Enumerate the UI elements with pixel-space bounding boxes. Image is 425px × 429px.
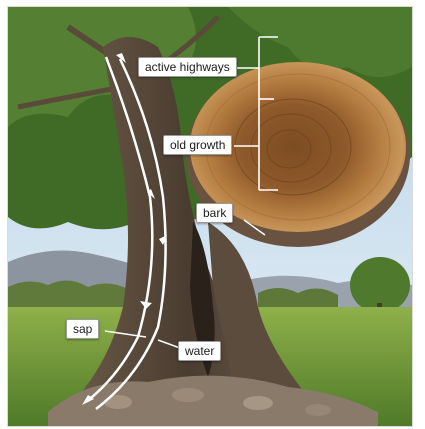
rock [305, 404, 331, 416]
treeline-left [8, 280, 128, 307]
tree-cross-section-illustration: active highways old growth bark sap wate… [7, 6, 413, 427]
label-active-highways: active highways [138, 57, 237, 77]
label-old-growth: old growth [163, 135, 232, 155]
label-bark: bark [196, 203, 233, 223]
label-water: water [178, 341, 221, 361]
label-sap: sap [66, 319, 99, 339]
rock [243, 396, 273, 410]
rock [104, 395, 132, 409]
rock [172, 388, 204, 402]
